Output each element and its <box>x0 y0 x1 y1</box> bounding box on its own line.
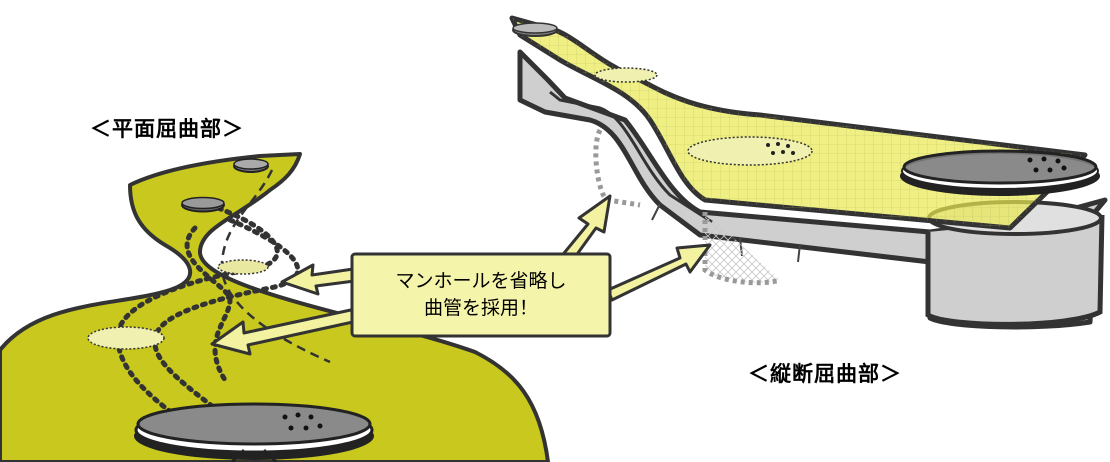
pipe-route-dotted-1 <box>115 202 280 443</box>
manhole-omitted-1 <box>217 259 269 275</box>
callout-line-1: マンホールを省略し <box>395 270 567 292</box>
manhole-small-2 <box>181 196 225 213</box>
pipe-inner-line <box>549 90 713 224</box>
callout-box <box>350 252 612 338</box>
pipe-joint-2 <box>797 243 801 263</box>
manhole-top <box>512 22 558 37</box>
profile-bend-heading: ＜縦断屈曲部＞ <box>748 362 902 386</box>
pipe-outlet-arrow <box>230 448 278 462</box>
arrow-to-plan-manhole-1 <box>280 263 364 296</box>
pipe-joint-3 <box>651 203 661 221</box>
manhole-right <box>900 149 1100 196</box>
omitted-shaft-outline-2 <box>702 212 781 286</box>
manhole-large <box>134 402 374 460</box>
profile-bend-illustration <box>509 15 1108 330</box>
manhole-omitted-2 <box>87 326 165 350</box>
pipe-route-dotted-3 <box>184 225 233 383</box>
manhole-small-1 <box>233 158 269 173</box>
pipe-route-dotted-2 <box>152 217 301 458</box>
manhole-omitted-4 <box>687 136 813 166</box>
manhole-omitted-3 <box>594 67 658 83</box>
arrow-to-profile-right <box>606 243 712 302</box>
arrow-to-plan-manhole-2 <box>210 306 364 356</box>
plan-bend-illustration <box>0 152 550 462</box>
callout-text: マンホールを省略し 曲管を採用！ <box>352 254 610 336</box>
winding-road <box>0 152 550 462</box>
plan-bend-heading: ＜平面屈曲部＞ <box>90 117 244 141</box>
callout-line-2: 曲管を採用！ <box>423 297 538 319</box>
